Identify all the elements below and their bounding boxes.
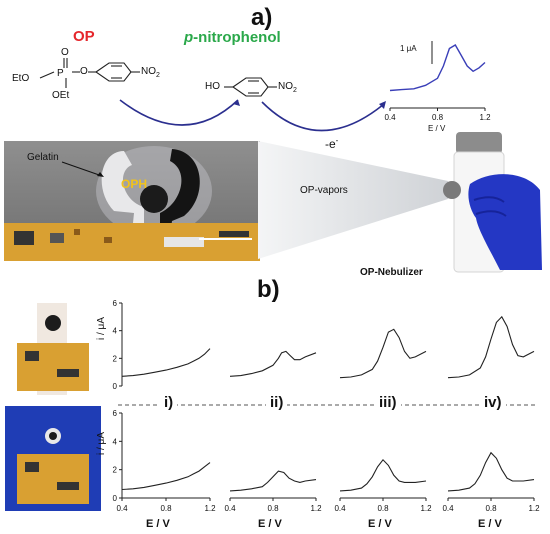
op-oet: OEt [52, 90, 70, 101]
condition-iii: iii) [375, 394, 401, 411]
x-tick-label: 0.8 [267, 504, 279, 513]
arrow-head-2 [379, 101, 386, 109]
op-molecule [39, 58, 140, 88]
electron-label: -e- [325, 136, 338, 151]
arrow-op-to-pnp [119, 99, 239, 126]
inset-xlabel: E / V [428, 124, 446, 133]
pnp-label-italic: p [184, 29, 194, 46]
inset-ticks: 0.4 0.8 1.2 [384, 108, 491, 122]
y-tick-label: 0 [113, 382, 118, 391]
panel-b-axes: 0 2 4 6 0 2 4 6 0.4 0.8 1.2 0.4 0.8 1.2 0.4 0.8 1.2 0.4 0.… [113, 299, 541, 513]
inset-voltammogram: 0.4 0.8 1.2 [384, 41, 491, 122]
inset-tick-label: 0.8 [432, 113, 444, 122]
circuit-board [4, 223, 260, 261]
photo-wrist-blue [5, 406, 101, 511]
x-tick-label: 0.4 [442, 504, 454, 513]
condition-ii: ii) [266, 394, 288, 411]
panel-a-label: a) [251, 4, 273, 31]
pnp-no2: NO2 [278, 81, 297, 94]
x-tick-label: 1.2 [528, 504, 540, 513]
nebulizer-cap [456, 132, 502, 154]
y-tick-label: 6 [113, 299, 118, 308]
x-tick-label: 1.2 [310, 504, 322, 513]
x-tick-label: 0.8 [377, 504, 389, 513]
voltammogram-curve [121, 462, 211, 491]
y-tick-label: 0 [113, 494, 118, 503]
voltammogram-curve [339, 458, 427, 492]
condition-divider [118, 404, 538, 406]
y-tick-label: 6 [113, 409, 118, 418]
op-no2-text: NO [141, 66, 156, 77]
inset-scale-label: 1 μA [400, 44, 417, 53]
y-tick-label: 4 [113, 437, 118, 446]
inset-tick-label: 1.2 [479, 113, 491, 122]
nebulizer-nozzle [443, 181, 461, 199]
xlabel-b-2: E / V [258, 518, 282, 530]
op-eto: EtO [12, 73, 30, 84]
x-tick-label: 0.4 [116, 504, 128, 513]
x-tick-label: 0.4 [334, 504, 346, 513]
arrow-pnp-to-oxidation [261, 101, 385, 132]
op-p: P [57, 68, 64, 79]
condition-iv: iv) [480, 394, 506, 411]
gelatin-pointer [61, 161, 104, 177]
x-tick-label: 1.2 [204, 504, 216, 513]
inset-curve [389, 44, 486, 92]
pnp-molecule [224, 77, 277, 97]
photo-wrist-white [5, 303, 101, 395]
electron-sup: - [335, 136, 339, 145]
inset-tick-label: 0.4 [384, 113, 396, 122]
xlabel-b-1: E / V [146, 518, 170, 530]
voltammogram-curve [121, 348, 211, 377]
pnp-ho: HO [205, 81, 220, 92]
oph-label: OPH [121, 177, 148, 191]
vapor-cone [258, 141, 448, 259]
electrode-left [101, 151, 144, 233]
pnp-label: p-nitrophenol [184, 29, 281, 46]
reaction-scheme [39, 58, 386, 132]
op-no2-sub: 2 [156, 72, 160, 79]
pnp-label-rest: -nitrophenol [193, 29, 281, 46]
gelatin-label: Gelatin [27, 152, 59, 163]
y-tick-label: 4 [113, 327, 118, 336]
vapors-label: OP-vapors [300, 185, 348, 196]
x-tick-label: 1.2 [420, 504, 432, 513]
voltammogram-curve [447, 451, 535, 492]
voltammogram-curve [229, 350, 317, 377]
op-no2: NO2 [141, 66, 160, 79]
pnp-no2-text: NO [278, 81, 293, 92]
nebulizer-label: OP-Nebulizer [360, 267, 423, 278]
op-label: OP [73, 28, 95, 45]
op-o-top: O [61, 47, 69, 58]
device-photo [4, 141, 260, 261]
condition-i: i) [160, 394, 178, 411]
voltammogram-curve [339, 328, 427, 379]
op-o-link: O [80, 66, 88, 77]
panel-b-curves [121, 315, 535, 492]
x-tick-label: 0.8 [160, 504, 172, 513]
panel-b-label: b) [257, 276, 280, 303]
xlabel-b-4: E / V [478, 518, 502, 530]
x-tick-label: 0.8 [485, 504, 497, 513]
xlabel-b-3: E / V [368, 518, 392, 530]
y-tick-label: 2 [113, 466, 118, 475]
electrode-right [160, 149, 200, 235]
y-tick-label: 2 [113, 354, 118, 363]
nebulizer [443, 132, 542, 273]
voltammogram-curve [229, 470, 317, 492]
pnp-no2-sub: 2 [293, 87, 297, 94]
arrow-head-1 [233, 100, 240, 106]
electron-text: -e [325, 137, 336, 151]
electrode-center [140, 185, 168, 213]
x-tick-label: 0.4 [224, 504, 236, 513]
voltammogram-curve [447, 315, 535, 379]
